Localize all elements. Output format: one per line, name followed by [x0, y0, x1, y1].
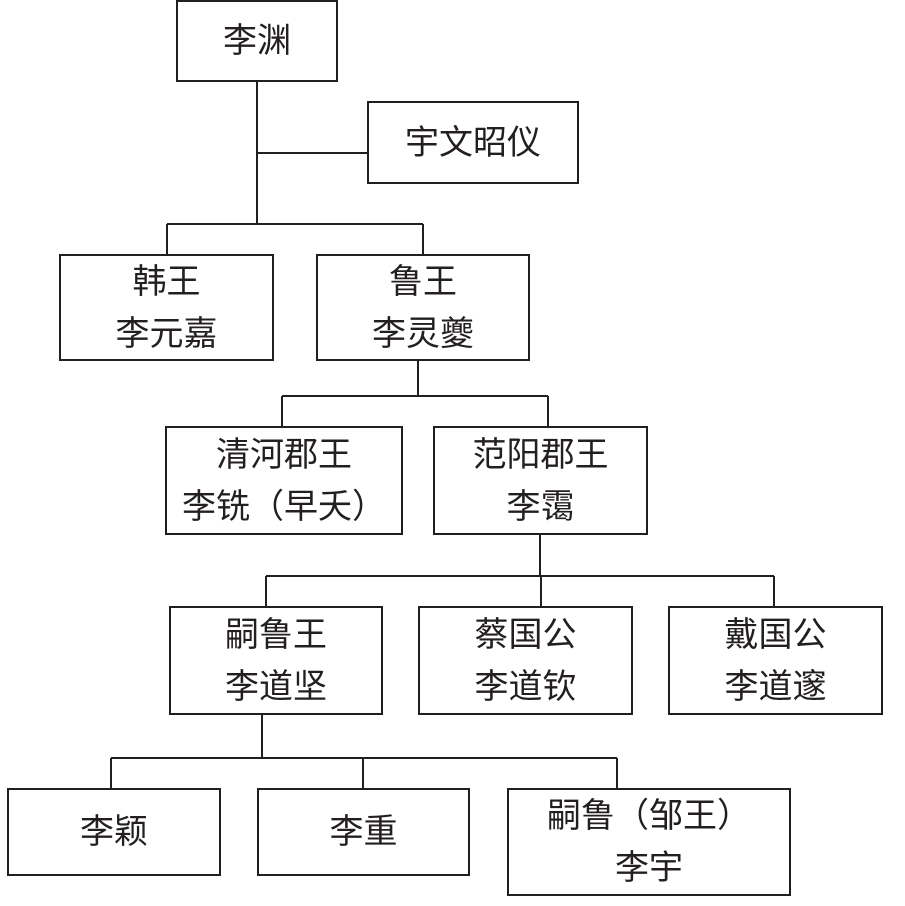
- node-fanyang-junwang: 范阳郡王 李霭: [433, 426, 648, 535]
- node-title: 韩王: [132, 261, 201, 302]
- node-title: 清河郡王: [216, 434, 352, 475]
- node-qinghe-junwang: 清河郡王 李铣（早夭）: [165, 426, 403, 535]
- node-person: 李道邃: [724, 666, 827, 707]
- node-han-wang: 韩王 李元嘉: [59, 254, 274, 361]
- node-title: 范阳郡王: [472, 434, 609, 475]
- node-title: 嗣鲁王: [225, 614, 327, 655]
- node-cai-guogong: 蔡国公 李道钦: [418, 606, 633, 715]
- node-person: 李霭: [506, 486, 575, 527]
- node-title: 嗣鲁（邹王）: [547, 796, 751, 836]
- node-title: 蔡国公: [474, 614, 577, 655]
- node-person: 李宇: [615, 848, 683, 888]
- node-label: 宇文昭仪: [405, 122, 541, 163]
- node-li-ying: 李颖: [7, 788, 221, 876]
- node-title: 戴国公: [724, 614, 827, 655]
- node-si-lu-wang: 嗣鲁王 李道坚: [169, 606, 383, 715]
- node-person: 李灵夔: [372, 313, 474, 354]
- node-si-lu-zouwang: 嗣鲁（邹王） 李宇: [507, 788, 791, 896]
- node-dai-guogong: 戴国公 李道邃: [668, 606, 883, 715]
- node-label: 李渊: [223, 21, 291, 61]
- node-title: 鲁王: [389, 261, 457, 302]
- node-lu-wang: 鲁王 李灵夔: [316, 254, 530, 361]
- node-label: 李重: [329, 812, 398, 852]
- node-label: 李颖: [80, 812, 148, 852]
- node-li-yuan: 李渊: [176, 0, 338, 82]
- node-person: 李道坚: [225, 666, 327, 707]
- node-yuwen-zhaoyi: 宇文昭仪: [367, 101, 579, 184]
- node-person: 李铣（早夭）: [182, 486, 386, 527]
- node-li-zhong: 李重: [257, 788, 470, 876]
- node-person: 李元嘉: [115, 313, 218, 354]
- node-person: 李道钦: [474, 666, 577, 707]
